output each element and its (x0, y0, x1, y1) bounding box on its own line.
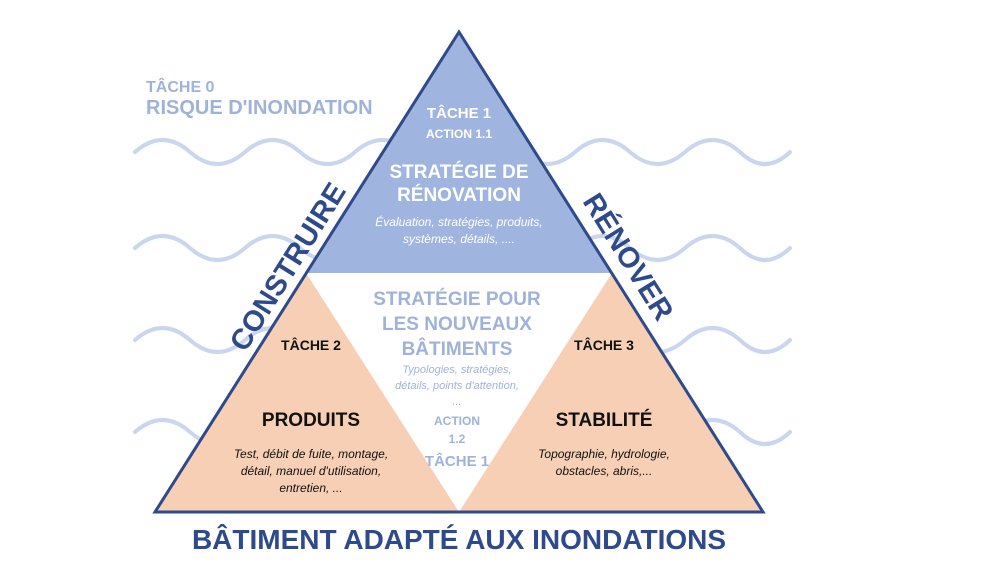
right-triangle-stability (459, 273, 763, 512)
center-desc-line3: ... (452, 396, 461, 408)
top-triangle-renovation (306, 32, 612, 273)
top-desc-line2: systèmes, détails, .... (403, 232, 515, 246)
top-desc-line1: Évaluation, stratégies, produits, (375, 214, 542, 229)
center-action-line2: 1.2 (449, 432, 466, 446)
center-title-line1: STRATÉGIE POUR (373, 288, 541, 310)
task0-label: TÂCHE 0 (146, 77, 215, 96)
right-task-label: TÂCHE 3 (574, 336, 634, 353)
center-task-label: TÂCHE 1 (425, 452, 489, 470)
center-triangle-new-buildings (306, 273, 612, 512)
task0-title: RISQUE D'INONDATION (146, 97, 373, 119)
left-triangle-products (155, 273, 459, 512)
bottom-title: BÂTIMENT ADAPTÉ AUX INONDATIONS (192, 524, 726, 555)
top-task-label: TÂCHE 1 (427, 104, 491, 122)
center-title-line3: BÂTIMENTS (402, 338, 513, 360)
top-action-label: ACTION 1.1 (426, 127, 492, 141)
top-title-line2: RÉNOVATION (397, 184, 521, 206)
left-desc-line3: entretien, ... (279, 481, 342, 495)
center-desc-line1: Typologies, stratégies, (402, 364, 511, 376)
left-title: PRODUITS (262, 410, 360, 431)
center-action-line1: ACTION (434, 414, 480, 428)
left-desc-line2: détail, manuel d'utilisation, (241, 464, 381, 478)
right-desc-line2: obstacles, abris,... (556, 464, 653, 478)
right-title: STABILITÉ (556, 409, 653, 431)
right-desc-line1: Topographie, hydrologie, (538, 447, 670, 461)
left-task-label: TÂCHE 2 (281, 336, 341, 353)
center-title-line2: LES NOUVEAUX (382, 314, 532, 335)
center-desc-line2: détails, points d'attention, (395, 380, 519, 392)
triangle-outline (152, 29, 766, 514)
top-title-line1: STRATÉGIE DE (390, 161, 529, 183)
left-desc-line1: Test, débit de fuite, montage, (234, 447, 388, 461)
